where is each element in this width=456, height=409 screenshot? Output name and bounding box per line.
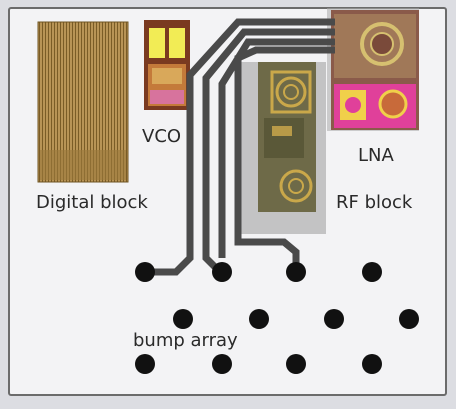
trace-2: [202, 28, 335, 271]
bump: [135, 262, 155, 282]
vco-die: [144, 20, 190, 110]
lna-label: LNA: [358, 145, 394, 166]
lna-die: [331, 10, 419, 130]
bump: [362, 354, 382, 374]
bump: [362, 262, 382, 282]
digital-block-die: [37, 21, 129, 183]
trace-1: [145, 18, 335, 276]
bump: [173, 309, 193, 329]
rf-block-label: RF block: [336, 192, 413, 213]
bump: [212, 262, 232, 282]
bump: [135, 354, 155, 374]
vco-label: VCO: [142, 126, 181, 147]
bump: [324, 309, 344, 329]
trace-4: [234, 46, 335, 268]
bump: [286, 354, 306, 374]
digital-block-label: Digital block: [36, 192, 148, 213]
bump: [249, 309, 269, 329]
rf-block-die: [258, 62, 316, 212]
bump-array: [135, 262, 419, 374]
bump: [399, 309, 419, 329]
bump: [212, 354, 232, 374]
routing-traces: [145, 18, 335, 276]
bump: [286, 262, 306, 282]
bump-array-label: bump array: [133, 330, 238, 351]
